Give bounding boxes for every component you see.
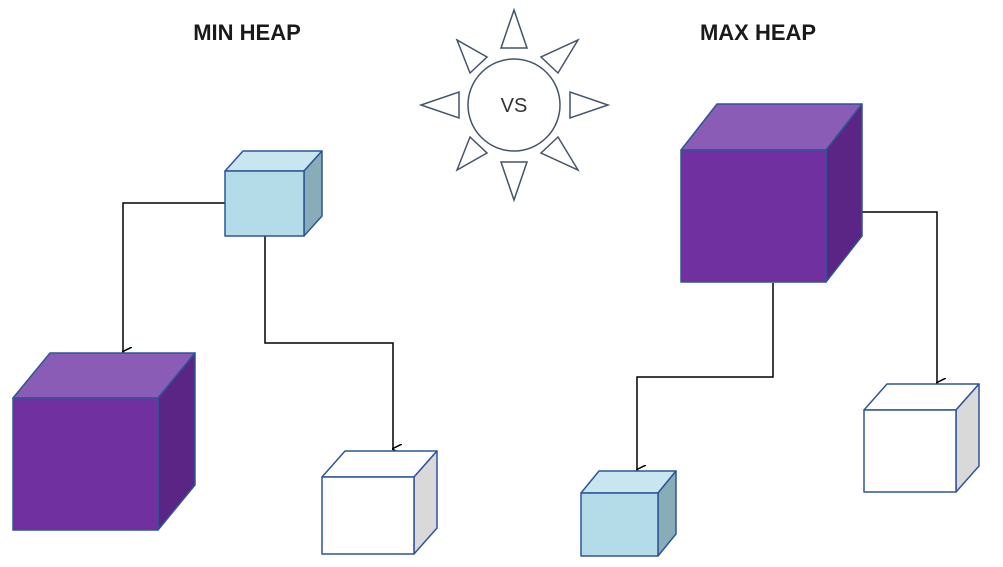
sun-ray-right [569,90,611,120]
max-heap-root-cube [680,103,863,283]
vs-label: VS [501,95,528,117]
max-heap-left-child-cube [580,470,677,557]
vs-sun-icon [418,7,611,203]
max-heap-right-child-cube [863,383,980,493]
min-heap-title: MIN HEAP [193,20,301,45]
max-heap-connectors [637,211,937,470]
min-heap-arrow-left [123,202,225,352]
vs-sun-circle [467,58,561,152]
max-heap-title: MAX HEAP [700,20,816,45]
min-heap-root-cube [224,150,323,237]
min-heap-arrow-right [264,236,393,449]
sun-ray-left [418,90,460,120]
sun-ray-top-left [455,38,489,75]
max-heap-arrow-left [637,283,774,470]
min-heap-left-child-cube [12,352,196,531]
sun-ray-bottom-right [539,135,580,172]
sun-ray-bottom-left [455,135,489,172]
min-heap-right-child-cube [321,450,438,555]
sun-ray-top-right [539,38,580,75]
max-heap-arrow-right [826,211,937,383]
sun-ray-top [499,7,529,49]
sun-ray-bottom [499,161,529,203]
min-heap-connectors [123,202,393,449]
